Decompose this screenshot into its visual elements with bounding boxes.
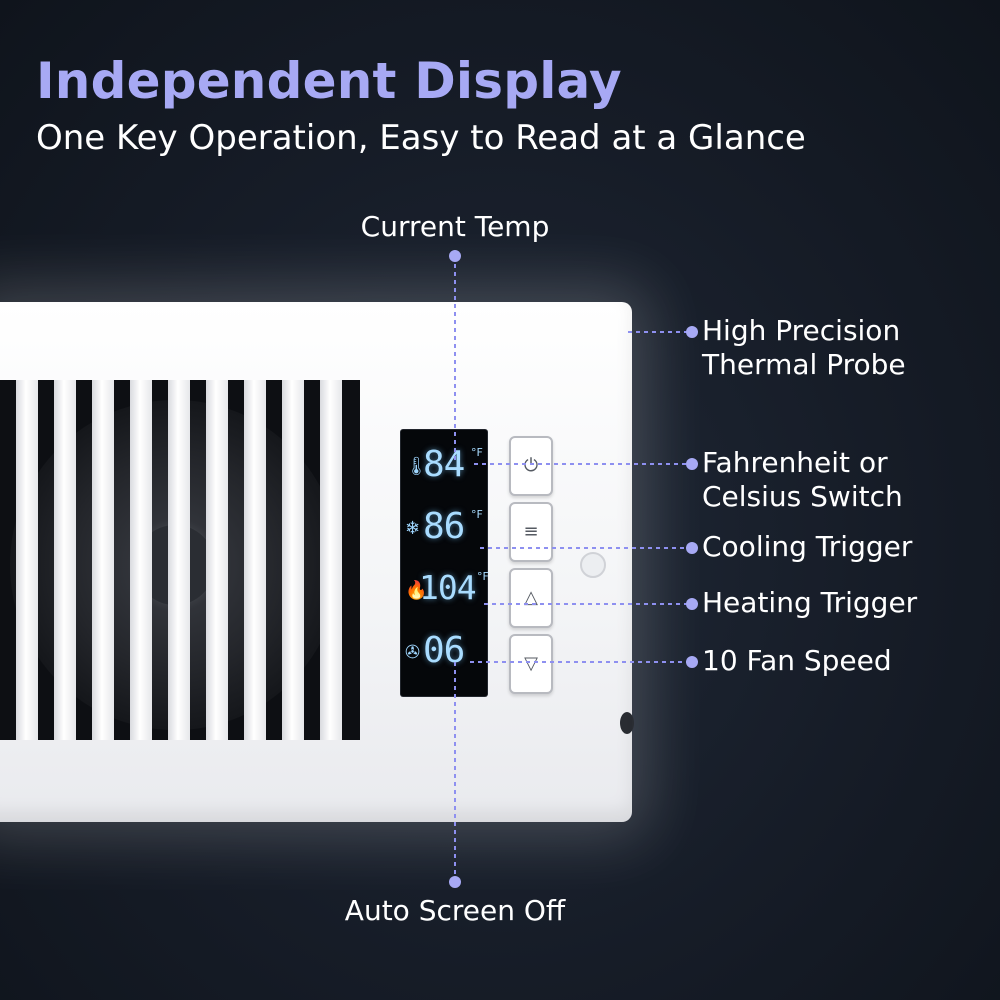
- label-heating-trigger: Heating Trigger: [702, 586, 918, 619]
- down-button[interactable]: ▽: [509, 634, 553, 694]
- label-cooling-trigger: Cooling Trigger: [702, 530, 913, 563]
- label-auto-screen-off: Auto Screen Off: [344, 894, 566, 927]
- current-temp-value: 84: [423, 444, 465, 485]
- cooling-trigger-value: 86: [423, 506, 465, 547]
- label-probe-line1: High Precision: [702, 314, 901, 347]
- menu-button[interactable]: ≡: [509, 502, 553, 562]
- dot-current-temp: [449, 250, 461, 262]
- fan-speed-value: 06: [423, 630, 465, 671]
- mounting-hole: [620, 712, 634, 734]
- thermal-probe-screw: [580, 552, 606, 578]
- snowflake-icon: ❄: [405, 518, 421, 539]
- dot-fan-speed: [686, 656, 698, 668]
- up-button[interactable]: △: [509, 568, 553, 628]
- fan-icon: ✇: [405, 642, 421, 663]
- heating-trigger-unit: °F: [477, 570, 489, 583]
- thermometer-icon: 🌡: [405, 456, 428, 477]
- label-fan-speed: 10 Fan Speed: [702, 644, 892, 677]
- dot-switch: [686, 458, 698, 470]
- page-title: Independent Display: [36, 52, 622, 110]
- dot-cooling: [686, 542, 698, 554]
- label-switch-line2: Celsius Switch: [702, 480, 903, 513]
- label-probe-line2: Thermal Probe: [702, 348, 906, 381]
- lcd-display: 🌡 84 °F ❄ 86 °F 🔥 104 °F ✇ 06: [401, 430, 489, 696]
- floor-vent-fan: 🌡 84 °F ❄ 86 °F 🔥 104 °F ✇ 06 ⏻ ≡ △ ▽: [0, 302, 634, 822]
- heating-trigger-value: 104: [419, 568, 477, 607]
- vent-louvers: [0, 380, 360, 740]
- display-row-heating: 🔥 104 °F: [401, 566, 489, 616]
- current-temp-unit: °F: [471, 446, 483, 459]
- display-row-cooling: ❄ 86 °F: [401, 504, 487, 554]
- page-subtitle: One Key Operation, Easy to Read at a Gla…: [36, 118, 806, 158]
- flame-icon: 🔥: [405, 580, 428, 601]
- power-button[interactable]: ⏻: [509, 436, 553, 496]
- display-row-fan-speed: ✇ 06: [401, 628, 487, 678]
- dot-heating: [686, 598, 698, 610]
- label-switch-line1: Fahrenheit or: [702, 446, 888, 479]
- dot-probe: [686, 326, 698, 338]
- cooling-trigger-unit: °F: [471, 508, 483, 521]
- label-current-temp: Current Temp: [360, 210, 550, 243]
- dot-auto-off: [449, 876, 461, 888]
- display-row-current-temp: 🌡 84 °F: [401, 442, 487, 492]
